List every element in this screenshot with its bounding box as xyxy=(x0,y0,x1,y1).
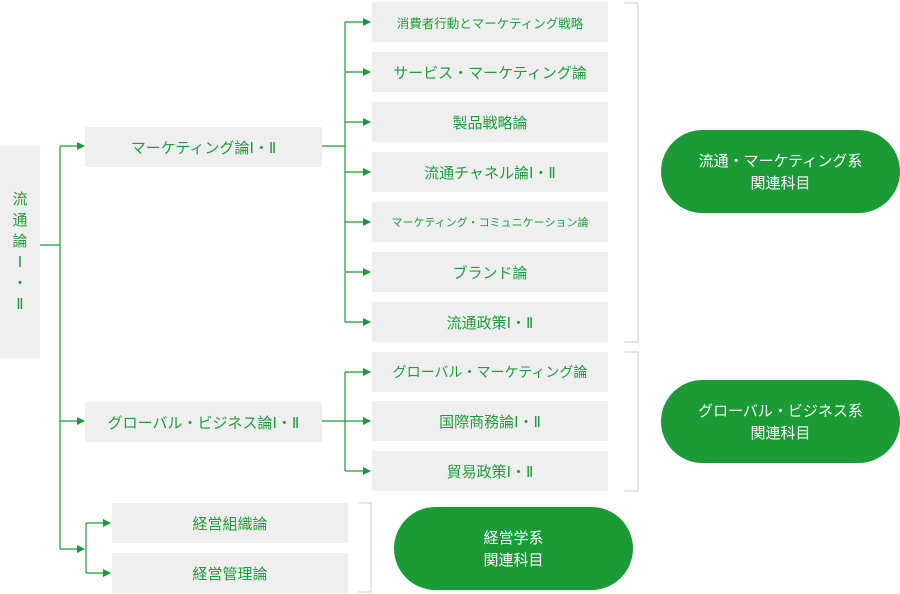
course-box-service-marketing: サービス・マーケティング論 xyxy=(372,52,608,92)
course-label: マーケティング・コミュニケーション論 xyxy=(391,216,589,229)
category-pill-global-business: グローバル・ビジネス系 関連科目 xyxy=(661,380,900,463)
course-box-product-strategy: 製品戦略論 xyxy=(372,102,608,142)
root-char-3: 論 xyxy=(12,232,28,250)
category-line1: グローバル・ビジネス系 xyxy=(698,401,863,420)
course-label: グローバル・マーケティング論 xyxy=(392,365,588,381)
course-box-trade-policy: 貿易政策Ⅰ・Ⅱ xyxy=(372,451,608,491)
course-box-distribution-policy: 流通政策Ⅰ・Ⅱ xyxy=(372,302,608,342)
root-char-2: 通 xyxy=(12,211,28,229)
course-label: サービス・マーケティング論 xyxy=(393,63,587,82)
course-box-management: 経営管理論 xyxy=(112,553,348,593)
category-line1: 経営学系 xyxy=(483,528,544,547)
category-line2: 関連科目 xyxy=(750,173,811,192)
global-business-box: グローバル・ビジネス論Ⅰ・Ⅱ xyxy=(85,402,322,442)
course-box-consumer-behavior: 消費者行動とマーケティング戦略 xyxy=(372,2,608,42)
course-label: 国際商務論Ⅰ・Ⅱ xyxy=(439,412,541,431)
marketing-theory-label: マーケティング論Ⅰ・Ⅱ xyxy=(130,138,277,157)
root-char-5: ・ xyxy=(12,274,28,292)
course-box-marketing-communication: マーケティング・コミュニケーション論 xyxy=(372,202,608,242)
category-pill-distribution-marketing: 流通・マーケティング系 関連科目 xyxy=(661,130,900,213)
course-box-international-commerce: 国際商務論Ⅰ・Ⅱ xyxy=(372,401,608,441)
course-box-organization: 経営組織論 xyxy=(112,503,348,543)
course-box-global-marketing: グローバル・マーケティング論 xyxy=(372,352,608,392)
category-line2: 関連科目 xyxy=(483,550,544,569)
root-course-box: 流 通 論 Ⅰ ・ Ⅱ xyxy=(0,146,40,358)
category-pill-business-administration: 経営学系 関連科目 xyxy=(394,507,633,590)
category-line1: 流通・マーケティング系 xyxy=(698,151,863,170)
course-label: 貿易政策Ⅰ・Ⅱ xyxy=(446,462,534,481)
category-line2: 関連科目 xyxy=(750,423,811,442)
course-box-distribution-channel: 流通チャネル論Ⅰ・Ⅱ xyxy=(372,152,608,192)
course-label: 消費者行動とマーケティング戦略 xyxy=(396,15,584,31)
root-char-6: Ⅱ xyxy=(16,295,24,313)
root-char-4: Ⅰ xyxy=(17,253,23,271)
course-label: ブランド論 xyxy=(452,263,528,282)
marketing-theory-box: マーケティング論Ⅰ・Ⅱ xyxy=(85,127,322,167)
course-label: 経営組織論 xyxy=(192,514,268,533)
root-char-1: 流 xyxy=(12,190,28,208)
course-box-brand: ブランド論 xyxy=(372,252,608,292)
course-label: 製品戦略論 xyxy=(452,113,528,132)
global-business-label: グローバル・ビジネス論Ⅰ・Ⅱ xyxy=(107,413,300,432)
course-label: 流通チャネル論Ⅰ・Ⅱ xyxy=(424,163,556,182)
course-label: 経営管理論 xyxy=(192,564,268,583)
course-label: 流通政策Ⅰ・Ⅱ xyxy=(446,313,534,332)
